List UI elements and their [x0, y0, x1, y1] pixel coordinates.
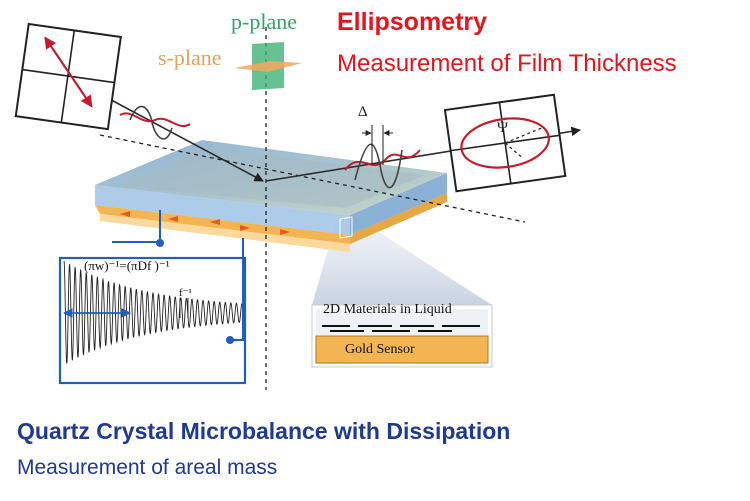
qcm-subtitle: Measurement of areal mass [17, 456, 278, 479]
p-plane-label: p-plane [231, 9, 297, 34]
connector-dot-left [156, 239, 164, 247]
reflected-beam [265, 125, 581, 189]
qcmd-decay-plot [58, 256, 247, 385]
sample-slab [95, 140, 447, 252]
dashed-axes [99, 27, 526, 390]
materials-label: 2D Materials in Liquid [323, 302, 452, 317]
psi-label: Ψ [497, 120, 509, 136]
period-label: f⁻¹ [179, 287, 192, 299]
s-plane-label: s-plane [158, 45, 222, 70]
ellipsometry-subtitle: Measurement of Film Thickness [337, 50, 677, 77]
dissipation-formula: (πw)⁻¹=(πDf )⁻¹ [84, 258, 170, 273]
delta-label: Δ [358, 104, 368, 120]
connector-dot-right [226, 336, 234, 344]
gold-sensor-label: Gold Sensor [345, 342, 415, 357]
analyzer-frame [443, 93, 567, 193]
ellipsometry-title: Ellipsometry [337, 8, 488, 36]
polarization-planes [234, 42, 302, 90]
qcm-title: Quartz Crystal Microbalance with Dissipa… [17, 418, 511, 444]
sensor-inset [311, 304, 493, 368]
polarizer-frame [14, 22, 122, 131]
